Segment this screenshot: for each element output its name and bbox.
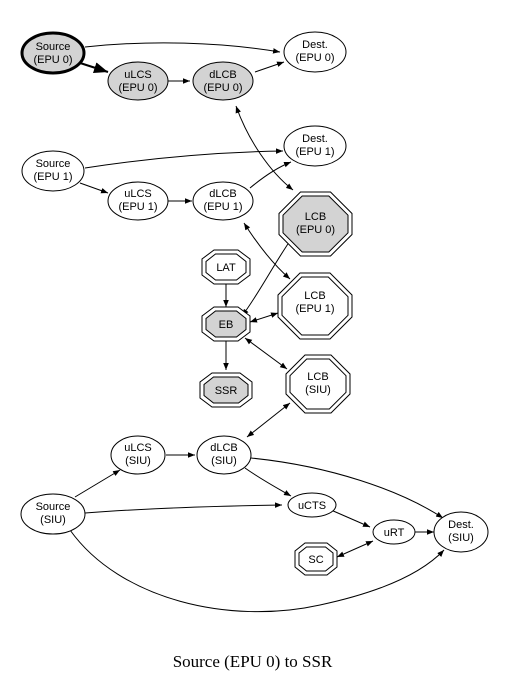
edge-source-epu1-dest-epu1 (84, 148, 284, 169)
node-dlcb-siu-unit: (SIU) (211, 455, 237, 467)
node-dest-epu0-name: Dest. (302, 39, 328, 51)
node-eb-name: EB (219, 319, 234, 331)
node-lcb-epu1-name: LCB (304, 290, 325, 302)
edge-source-siu-ulcs-siu (74, 469, 121, 498)
edge-dlcb-epu1-dest-epu1 (249, 161, 292, 189)
node-ssr[interactable]: SSR (199, 372, 253, 408)
node-source-epu1-unit: (EPU 1) (33, 171, 72, 183)
node-source-epu0-name: Source (36, 41, 71, 53)
node-dest-epu0-unit: (EPU 0) (295, 52, 334, 64)
node-eb[interactable]: EB (201, 306, 251, 342)
node-source-epu1[interactable]: Source (EPU 1) (21, 150, 85, 192)
node-source-epu1-name: Source (36, 158, 71, 170)
node-dlcb-siu-name: dLCB (210, 442, 238, 454)
diagram-caption: Source (EPU 0) to SSR (172, 652, 333, 671)
edge-sc-urt (336, 540, 374, 558)
node-lcb-epu0-unit: (EPU 0) (296, 224, 335, 236)
node-dest-siu-unit: (SIU) (448, 532, 474, 544)
node-source-epu0[interactable]: Source (EPU 0) (20, 31, 86, 75)
edge-dlcb-siu-ucts (244, 467, 292, 497)
node-ucts[interactable]: uCTS (287, 492, 337, 518)
edges (69, 42, 445, 613)
edge-dlcb-siu-dest-siu (250, 457, 444, 519)
node-ulcs-siu[interactable]: uLCS (SIU) (110, 435, 166, 475)
node-dlcb-epu0[interactable]: dLCB (EPU 0) (192, 61, 254, 101)
node-source-siu[interactable]: Source (SIU) (20, 493, 86, 535)
edge-dlcb-epu0-lcb-epu0 (235, 105, 294, 191)
node-ulcs-epu0-name: uLCS (124, 69, 152, 81)
node-ulcs-epu1-name: uLCS (124, 188, 152, 200)
node-lcb-epu1[interactable]: LCB (EPU 1) (277, 272, 353, 340)
node-ucts-name: uCTS (298, 500, 326, 512)
node-dest-siu[interactable]: Dest. (SIU) (433, 511, 489, 553)
node-ulcs-siu-name: uLCS (124, 442, 152, 454)
node-lcb-epu1-unit: (EPU 1) (295, 303, 334, 315)
node-ulcs-siu-unit: (SIU) (125, 455, 151, 467)
node-dlcb-siu[interactable]: dLCB (SIU) (196, 435, 252, 475)
edge-source-siu-ucts (84, 502, 283, 514)
node-dlcb-epu0-name: dLCB (209, 69, 237, 81)
node-source-epu0-unit: (EPU 0) (33, 54, 72, 66)
node-dlcb-epu1-unit: (EPU 1) (203, 201, 242, 213)
node-sc[interactable]: SC (294, 542, 338, 576)
node-lcb-epu0[interactable]: LCB (EPU 0) (278, 191, 353, 257)
node-ulcs-epu1[interactable]: uLCS (EPU 1) (107, 181, 169, 221)
edge-source-epu0-ulcs-epu0 (76, 61, 109, 74)
nodes: Source (EPU 0) uLCS (EPU 0) dLCB (EPU 0)… (20, 31, 489, 576)
edge-eb-lcb-epu0 (241, 237, 293, 317)
edge-source-epu1-ulcs-epu1 (79, 182, 109, 194)
node-lat-name: LAT (216, 262, 236, 274)
node-urt[interactable]: uRT (372, 519, 416, 545)
node-source-siu-unit: (SIU) (40, 514, 66, 526)
node-source-siu-name: Source (36, 501, 71, 513)
node-dest-epu1[interactable]: Dest. (EPU 1) (283, 125, 347, 167)
node-dest-siu-name: Dest. (448, 519, 474, 531)
edge-eb-lcb-epu1 (249, 312, 279, 323)
node-dest-epu1-name: Dest. (302, 133, 328, 145)
node-dlcb-epu1[interactable]: dLCB (EPU 1) (192, 181, 254, 221)
edge-ucts-urt (330, 509, 371, 528)
node-ulcs-epu1-unit: (EPU 1) (118, 201, 157, 213)
node-dlcb-epu0-unit: (EPU 0) (203, 82, 242, 94)
node-dest-epu0[interactable]: Dest. (EPU 0) (283, 31, 347, 73)
node-urt-name: uRT (384, 527, 405, 539)
node-dlcb-epu1-name: dLCB (209, 188, 237, 200)
node-lat[interactable]: LAT (201, 249, 251, 285)
edge-dlcb-epu0-dest-epu0 (254, 61, 285, 73)
node-dest-epu1-unit: (EPU 1) (295, 146, 334, 158)
edge-source-siu-dest-siu (69, 529, 445, 613)
node-ssr-name: SSR (215, 385, 238, 397)
edge-dlcb-siu-lcb-siu (246, 402, 291, 438)
node-lcb-epu0-name: LCB (305, 211, 326, 223)
edge-eb-lcb-siu (244, 337, 288, 370)
node-ulcs-epu0[interactable]: uLCS (EPU 0) (107, 61, 169, 101)
edge-source-epu0-dest-epu0 (84, 42, 281, 54)
node-ulcs-epu0-unit: (EPU 0) (118, 82, 157, 94)
node-lcb-siu[interactable]: LCB (SIU) (285, 354, 351, 414)
node-sc-name: SC (308, 554, 323, 566)
node-lcb-siu-unit: (SIU) (305, 384, 331, 396)
node-lcb-siu-name: LCB (307, 371, 328, 383)
